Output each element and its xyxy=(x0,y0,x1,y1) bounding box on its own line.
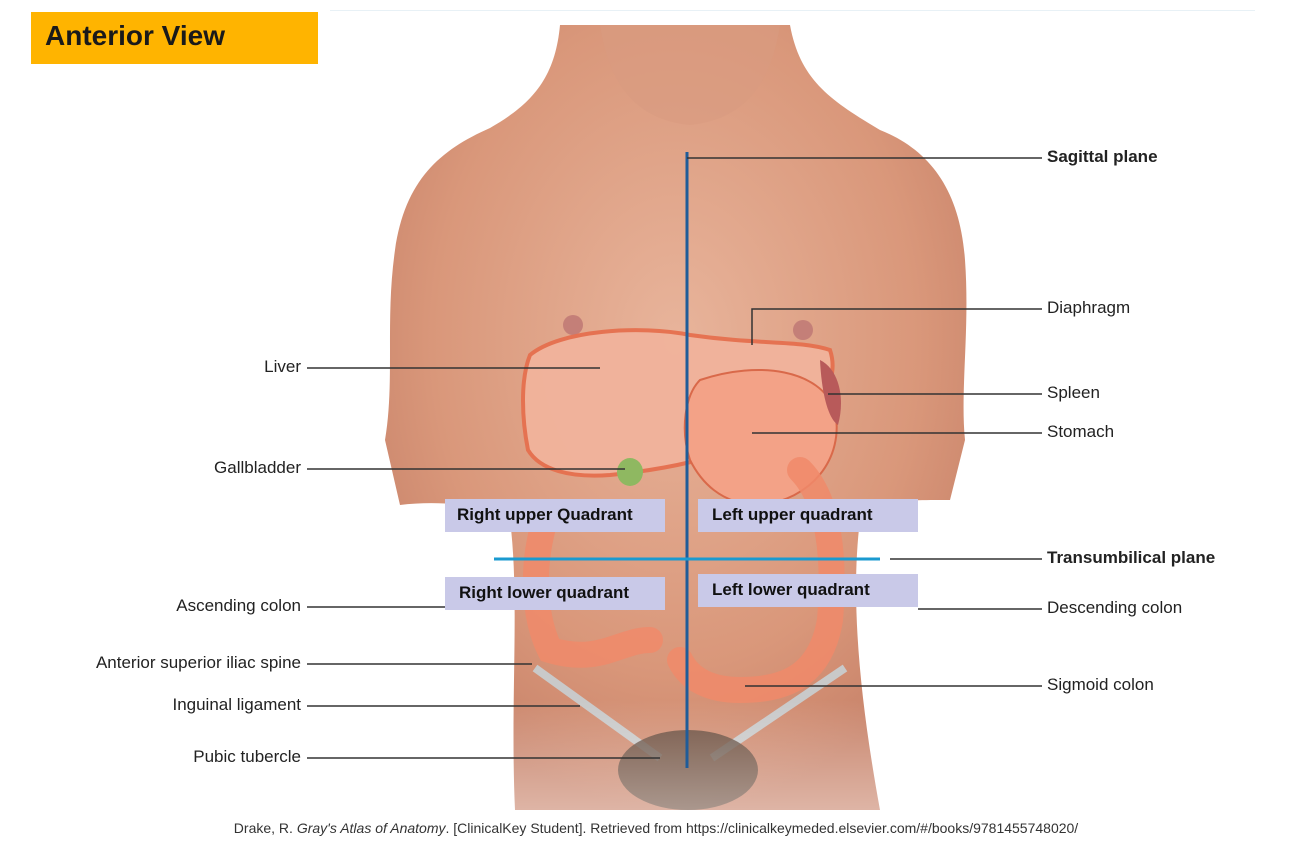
label-asis: Anterior superior iliac spine xyxy=(95,653,301,672)
label-ascending-colon: Ascending colon xyxy=(176,596,301,615)
label-transumbilical-plane: Transumbilical plane xyxy=(1047,548,1216,567)
label-inguinal-ligament: Inguinal ligament xyxy=(172,695,301,714)
quadrant-left-upper: Left upper quadrant xyxy=(698,499,918,532)
spleen-shape xyxy=(820,360,841,425)
label-liver: Liver xyxy=(264,357,301,376)
label-spleen: Spleen xyxy=(1047,383,1100,402)
gallbladder-shape xyxy=(617,458,643,486)
left-nipple xyxy=(793,320,813,340)
label-descending-colon: Descending colon xyxy=(1047,598,1183,617)
citation-book: Gray's Atlas of Anatomy xyxy=(296,820,446,836)
label-sigmoid-colon: Sigmoid colon xyxy=(1047,675,1154,694)
citation-suffix: . [ClinicalKey Student]. Retrieved from … xyxy=(445,820,1079,836)
leader-diaphragm xyxy=(751,308,1042,345)
neck-shading xyxy=(600,25,780,125)
label-diaphragm: Diaphragm xyxy=(1047,298,1131,317)
quadrant-right-lower: Right lower quadrant xyxy=(445,577,665,610)
label-gallbladder: Gallbladder xyxy=(214,458,301,477)
page-title: Anterior View xyxy=(45,20,225,51)
quadrant-right-upper: Right upper Quadrant xyxy=(445,499,665,532)
label-pubic-tubercle: Pubic tubercle xyxy=(193,747,301,766)
label-sagittal-plane: Sagittal plane xyxy=(1047,147,1158,166)
quadrant-left-lower: Left lower quadrant xyxy=(698,574,918,607)
title-banner: Anterior View xyxy=(31,12,318,64)
citation: Drake, R. Gray's Atlas of Anatomy. [Clin… xyxy=(0,820,1312,836)
citation-prefix: Drake, R. xyxy=(233,820,297,836)
right-nipple xyxy=(563,315,583,335)
bottom-fade xyxy=(500,700,890,810)
top-divider xyxy=(330,10,1255,11)
label-stomach: Stomach xyxy=(1047,422,1115,441)
